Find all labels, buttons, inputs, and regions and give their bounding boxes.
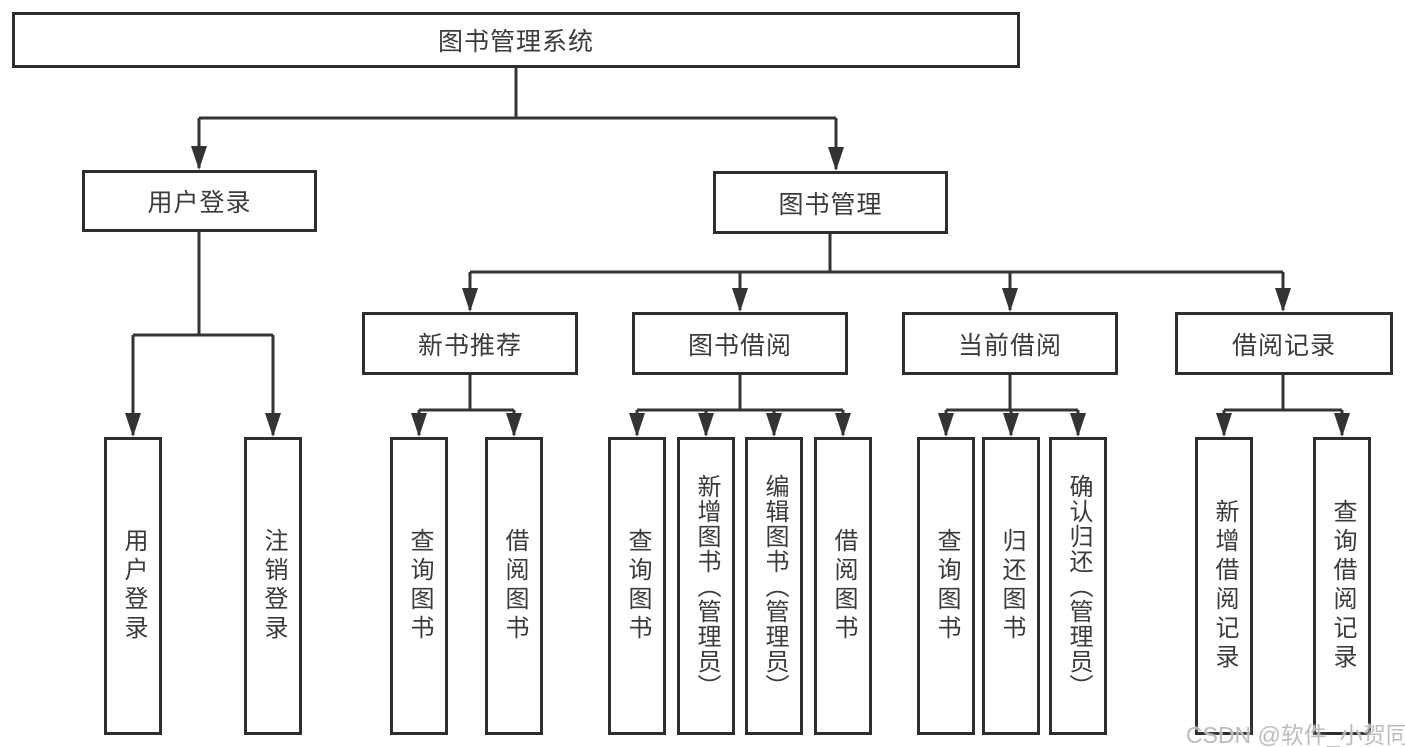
node-label: 归还图书	[998, 528, 1025, 644]
node-label: 新增图书（管理员）	[693, 473, 720, 699]
node-borrow-records: 借阅记录	[1175, 312, 1393, 375]
node-label: 注销登录	[260, 528, 287, 644]
node-new-book-recommend: 新书推荐	[362, 312, 578, 375]
node-label: 用户登录	[120, 528, 147, 644]
node-label: 查询图书	[933, 528, 960, 644]
node-label: 确认归还（管理员）	[1065, 473, 1092, 699]
node-leaf-query-books-3: 查询图书	[917, 437, 975, 735]
node-book-management: 图书管理	[713, 171, 948, 234]
node-leaf-confirm-return-admin: 确认归还（管理员）	[1049, 437, 1107, 735]
node-leaf-query-books-1: 查询图书	[390, 437, 448, 735]
node-leaf-borrow-books-2: 借阅图书	[814, 437, 872, 735]
node-leaf-user-login: 用户登录	[104, 437, 162, 735]
watermark: CSDN @软件_小贺同学	[1186, 722, 1405, 747]
node-leaf-add-books-admin: 新增图书（管理员）	[677, 437, 735, 735]
node-leaf-return-books: 归还图书	[982, 437, 1040, 735]
node-label: 查询图书	[406, 528, 433, 644]
node-leaf-borrow-books-1: 借阅图书	[485, 437, 543, 735]
node-label: 查询图书	[624, 528, 651, 644]
node-leaf-logout: 注销登录	[244, 437, 302, 735]
node-leaf-query-borrow-record: 查询借阅记录	[1313, 437, 1371, 735]
node-label: 查询借阅记录	[1329, 499, 1356, 673]
node-library-management-system: 图书管理系统	[12, 12, 1020, 68]
arrowheads	[125, 146, 1350, 437]
node-user-login: 用户登录	[82, 170, 317, 232]
node-leaf-edit-books-admin: 编辑图书（管理员）	[745, 437, 803, 735]
node-label: 编辑图书（管理员）	[761, 473, 788, 699]
node-book-borrowing: 图书借阅	[632, 312, 848, 375]
node-label: 借阅图书	[501, 528, 528, 644]
node-current-borrowing: 当前借阅	[902, 312, 1118, 375]
node-leaf-add-borrow-record: 新增借阅记录	[1195, 437, 1253, 735]
node-leaf-query-books-2: 查询图书	[608, 437, 666, 735]
node-label: 借阅图书	[830, 528, 857, 644]
node-label: 新增借阅记录	[1211, 499, 1238, 673]
